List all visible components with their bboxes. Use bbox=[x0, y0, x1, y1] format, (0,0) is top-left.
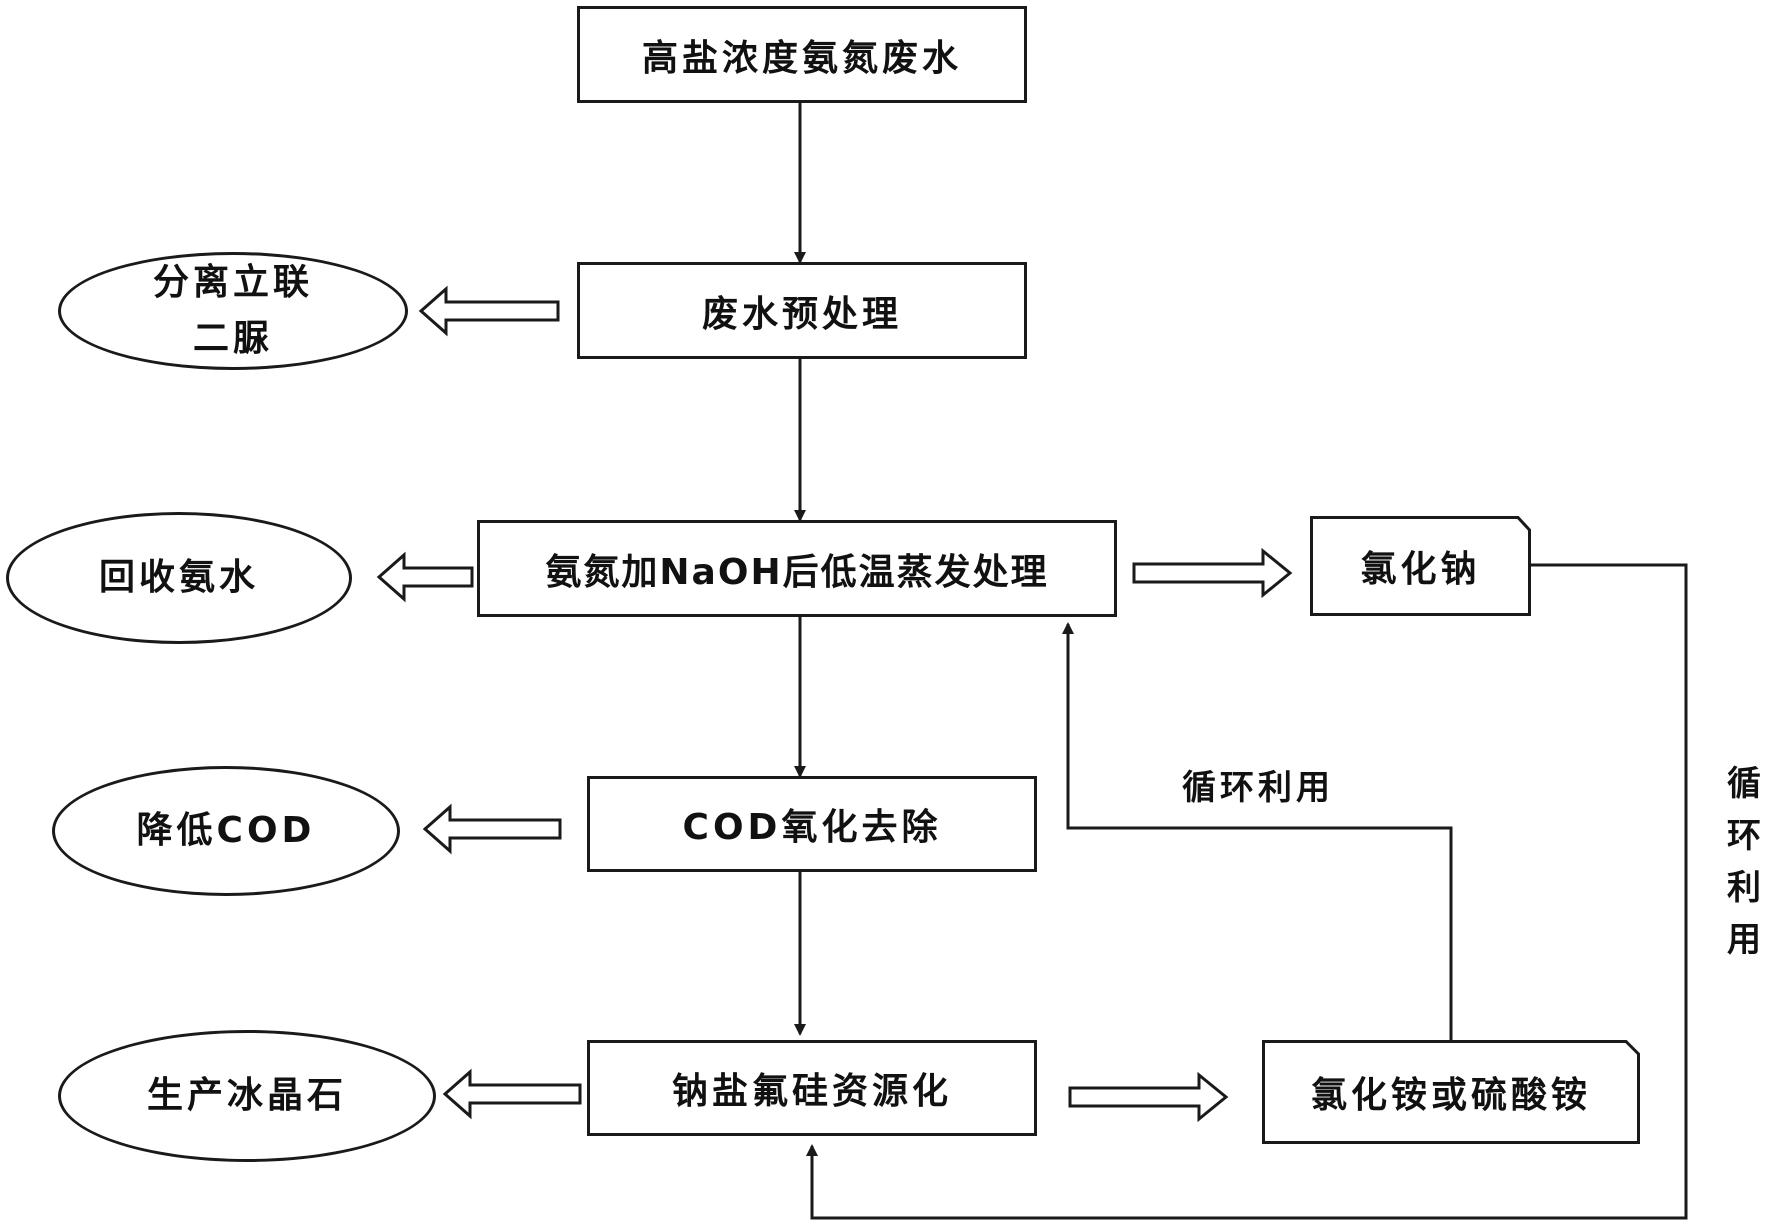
hollow-arrow-left-4 bbox=[442, 1068, 582, 1120]
cod-removal-box: COD氧化去除 bbox=[587, 776, 1037, 872]
recycle-char-4: 用 bbox=[1727, 920, 1761, 960]
recycle-loop-right bbox=[806, 563, 1688, 1220]
hollow-arrow-left-1 bbox=[418, 285, 560, 337]
sodium-chloride-box: 氯化钠 bbox=[1310, 516, 1531, 616]
hollow-arrow-left-3 bbox=[422, 803, 562, 855]
ammonium-salts-box: 氯化铵或硫酸铵 bbox=[1262, 1040, 1640, 1144]
reduce-cod-ellipse: 降低COD bbox=[52, 766, 400, 896]
separate-label-line2: 二脲 bbox=[192, 318, 273, 359]
reduce-cod-label: 降低COD bbox=[136, 810, 316, 851]
recycle-char-2: 环 bbox=[1727, 816, 1761, 856]
hollow-arrow-right-1 bbox=[1132, 547, 1293, 599]
recycle-label-right: 循 环 利 用 bbox=[1724, 758, 1764, 966]
separate-label-line1: 分离立联 bbox=[152, 262, 313, 303]
evaporation-label: 氨氮加NaOH后低温蒸发处理 bbox=[545, 551, 1049, 593]
recycle-label-mid: 循环利用 bbox=[1182, 768, 1334, 808]
raw-wastewater-label: 高盐浓度氨氮废水 bbox=[641, 37, 962, 79]
pretreatment-label: 废水预处理 bbox=[701, 293, 902, 335]
cryolite-ellipse: 生产冰晶石 bbox=[58, 1030, 436, 1162]
recover-ammonia-ellipse: 回收氨水 bbox=[6, 512, 352, 644]
pretreatment-box: 废水预处理 bbox=[577, 262, 1027, 359]
separate-ellipse: 分离立联 二脲 bbox=[58, 252, 408, 370]
raw-wastewater-box: 高盐浓度氨氮废水 bbox=[577, 6, 1027, 103]
resource-label: 钠盐氟硅资源化 bbox=[671, 1071, 952, 1112]
recycle-char-3: 利 bbox=[1727, 868, 1761, 908]
recycle-char-1: 循 bbox=[1727, 764, 1761, 804]
resource-box: 钠盐氟硅资源化 bbox=[587, 1040, 1037, 1136]
hollow-arrow-left-2 bbox=[376, 551, 474, 603]
evaporation-box: 氨氮加NaOH后低温蒸发处理 bbox=[477, 520, 1117, 617]
recover-ammonia-label: 回收氨水 bbox=[98, 557, 259, 598]
cryolite-label: 生产冰晶石 bbox=[146, 1075, 347, 1116]
hollow-arrow-right-2 bbox=[1068, 1071, 1229, 1123]
ammonium-salts-label: 氯化铵或硫酸铵 bbox=[1310, 1075, 1591, 1116]
recycle-loop-mid bbox=[1062, 622, 1453, 1040]
sodium-chloride-label: 氯化钠 bbox=[1360, 549, 1481, 590]
cod-removal-label: COD氧化去除 bbox=[682, 807, 942, 848]
